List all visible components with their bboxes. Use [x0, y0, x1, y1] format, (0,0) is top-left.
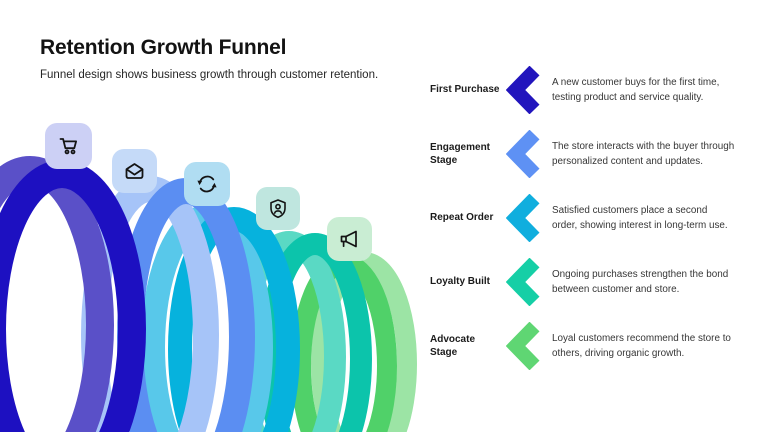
stage-description: Ongoing purchases strengthen the bond be…: [552, 268, 729, 295]
shield-person-icon: [270, 199, 286, 219]
stage-description: Loyal customers recommend the store to o…: [552, 332, 731, 359]
stage-label: Advocate Stage: [430, 333, 476, 359]
repeat-cycle-icon: [197, 175, 217, 193]
badge-engagement: [112, 149, 157, 193]
page-subtitle: Funnel design shows business growth thro…: [40, 69, 379, 81]
shopping-cart-icon: [59, 138, 77, 155]
stage-row-engagement: Engagement Stage The store interacts wit…: [430, 122, 752, 186]
stage-row-loyalty: Loyalty Built Ongoing purchases strength…: [430, 250, 752, 314]
badge-advocate: [327, 217, 372, 261]
stage-description: Satisfied customers place a second order…: [552, 204, 728, 231]
chevron-left-icon: [506, 194, 540, 242]
chevron-left-icon: [506, 322, 540, 370]
badge-first-purchase: [45, 123, 92, 169]
chevron-left-icon: [506, 258, 540, 306]
stage-label: Engagement Stage: [430, 141, 491, 167]
stage-row-first-purchase: First Purchase A new customer buys for t…: [430, 58, 752, 122]
badge-repeat-order: [184, 162, 230, 206]
stage-row-repeat-order: Repeat Order Satisfied customers place a…: [430, 186, 752, 250]
stage-description: The store interacts with the buyer throu…: [552, 140, 735, 167]
stage-label: Loyalty Built: [430, 276, 491, 288]
ring-first-purchase: [0, 156, 146, 432]
stages-panel: First Purchase A new customer buys for t…: [430, 58, 752, 378]
badge-loyalty: [256, 187, 300, 230]
chevron-left-icon: [506, 66, 540, 114]
funnel-rings-art: [0, 123, 417, 432]
chevron-left-icon: [506, 130, 540, 178]
megaphone-icon: [340, 230, 357, 248]
stage-row-advocate: Advocate Stage Loyal customers recommend…: [430, 314, 752, 378]
page-title: Retention Growth Funnel: [40, 36, 287, 59]
header: Retention Growth Funnel Funnel design sh…: [40, 36, 440, 81]
stage-label: First Purchase: [430, 84, 500, 96]
open-mail-icon: [125, 163, 144, 179]
stage-description: A new customer buys for the first time, …: [552, 76, 720, 103]
stage-label: Repeat Order: [430, 212, 494, 224]
